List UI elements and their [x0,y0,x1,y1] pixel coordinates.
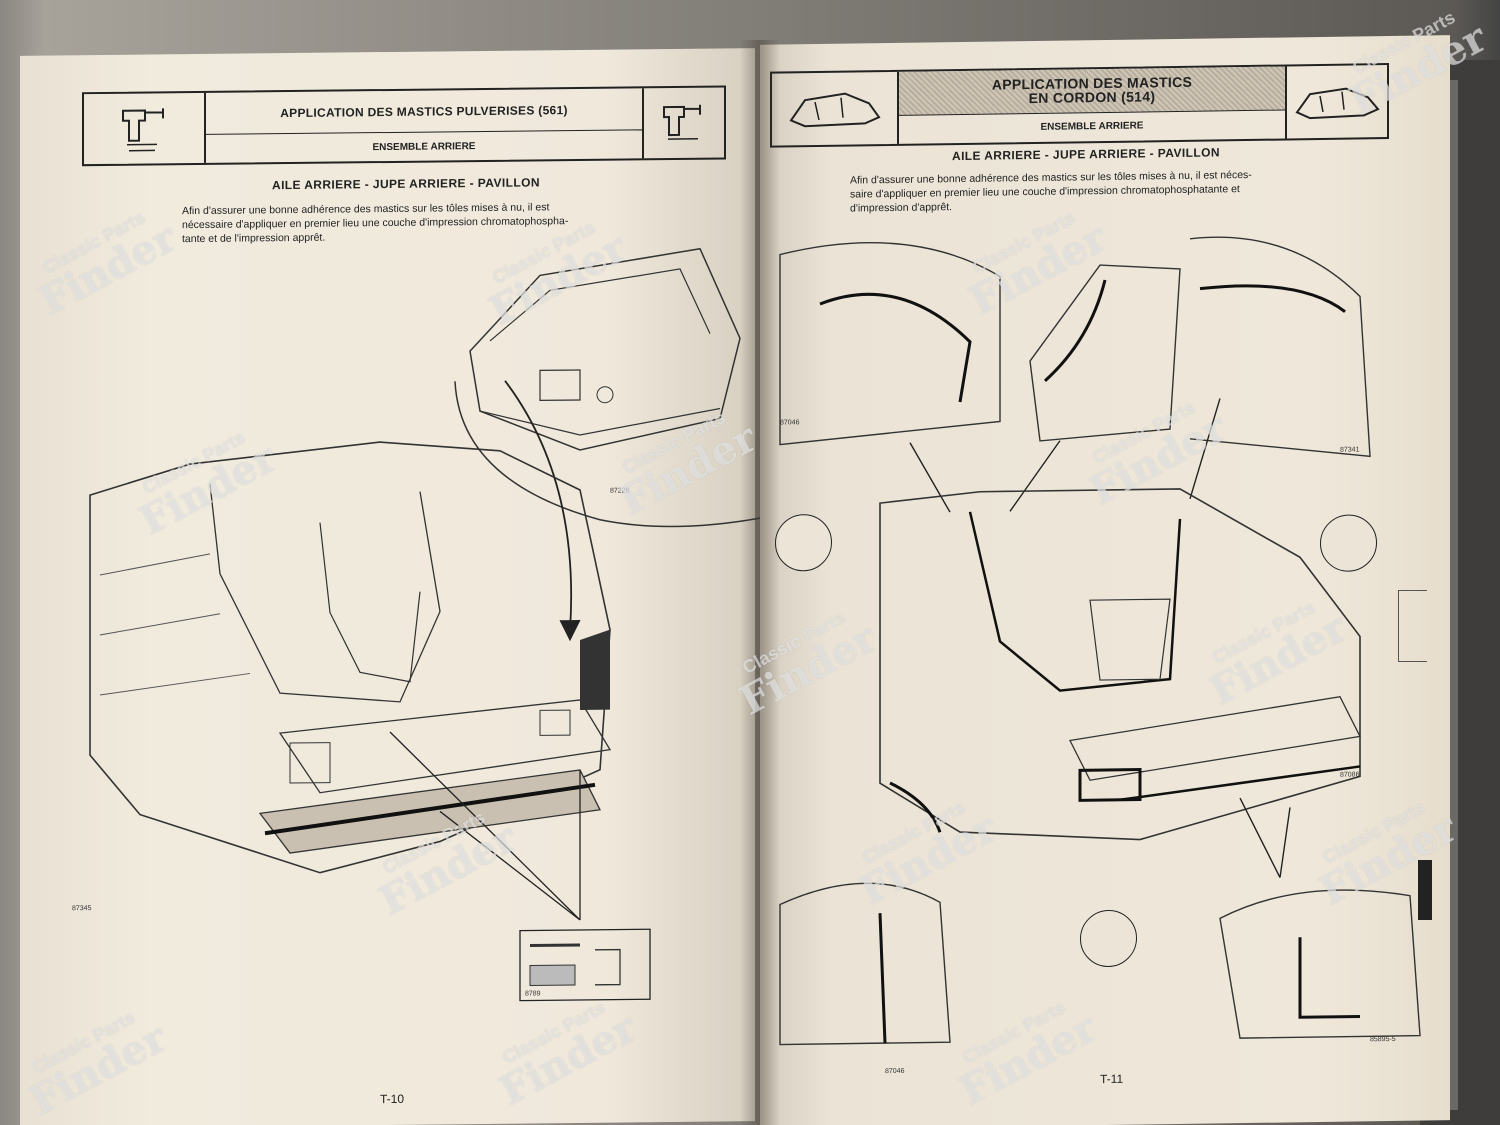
book-gutter [740,40,780,1125]
spray-gun-icon [84,92,206,165]
figure-ref: 87046 [885,1067,905,1076]
figure-ref: 87341 [1340,446,1360,454]
right-header-box: APPLICATION DES MASTICS EN CORDON (514) … [770,63,1389,148]
figure-ref: 87345 [72,905,92,913]
figure-ref: 85895-5 [1370,1035,1396,1044]
figure-ref: 8789 [525,990,541,998]
car-body-icon [772,71,899,146]
right-page: APPLICATION DES MASTICS EN CORDON (514) … [760,35,1450,1125]
right-car-illustrations [779,236,1421,1046]
figure-ref: 87226 [610,487,630,495]
figure-ref: 87046 [780,419,800,427]
left-page-number: T-10 [380,1091,405,1107]
right-page-number: T-11 [1100,1071,1124,1087]
left-header-box: APPLICATION DES MASTICS PULVERISES (561)… [82,85,726,167]
page-edge-tabs [1398,590,1427,662]
car-body-icon [1285,65,1387,139]
left-car-illustrations [89,247,761,1002]
figure-ref: 87086 [1340,771,1360,779]
page-edge-marker [1418,860,1432,920]
left-page: APPLICATION DES MASTICS PULVERISES (561)… [20,48,761,1125]
spray-gun-icon [642,87,724,159]
